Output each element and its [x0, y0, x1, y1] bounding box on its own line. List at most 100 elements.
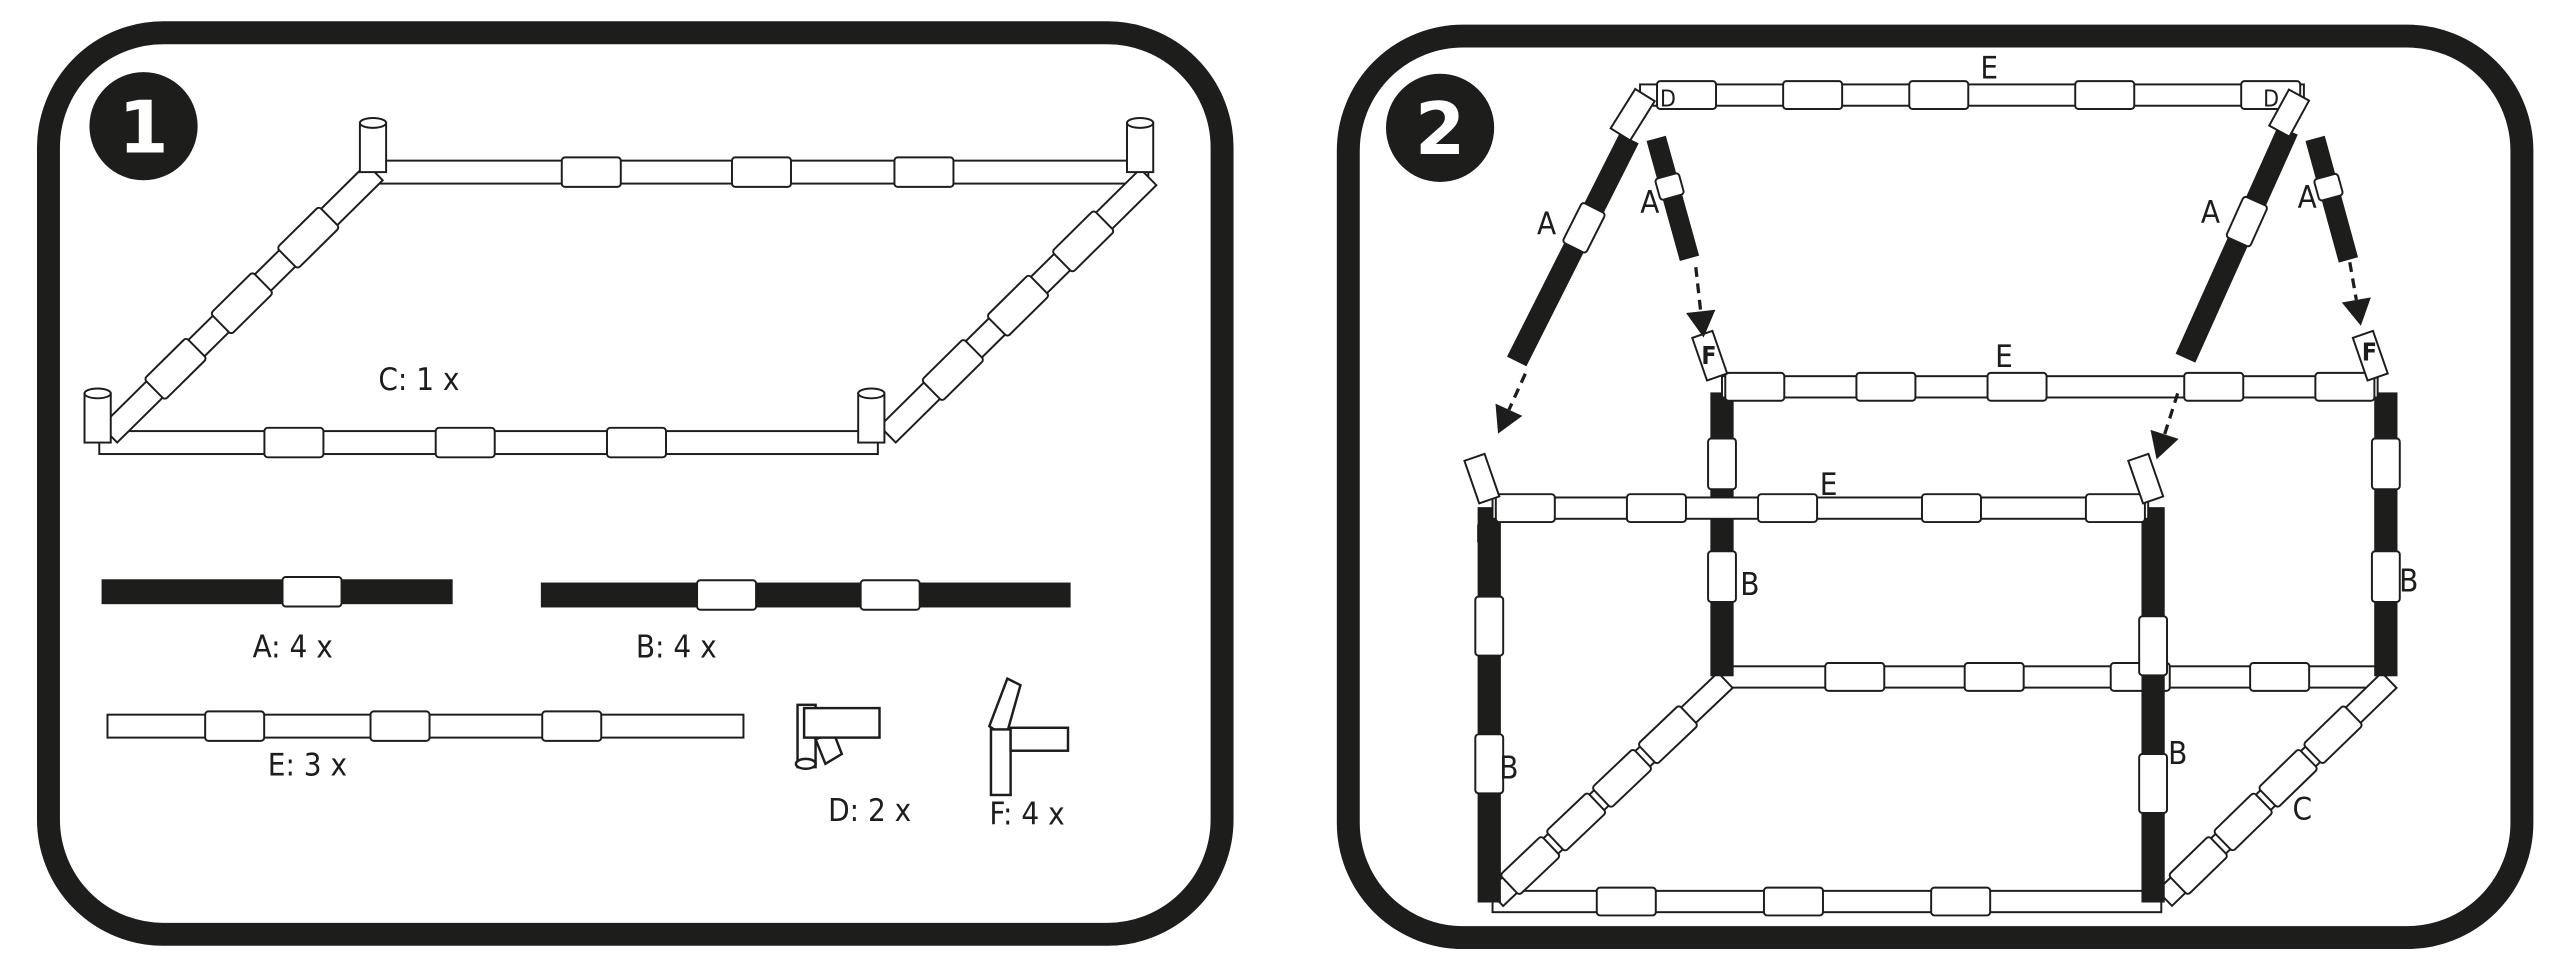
pipe-sleeve	[2225, 195, 2268, 248]
pipe-sleeve	[1494, 493, 1556, 524]
frame-c-post	[358, 121, 388, 174]
back-left-post	[1707, 392, 1737, 677]
step-1-badge: 1	[89, 72, 198, 181]
ridge-e-rail	[1639, 80, 2305, 110]
f-label: F	[1701, 341, 1716, 370]
pipe-sleeve	[2314, 371, 2376, 402]
pipe-sleeve	[1656, 80, 1718, 110]
d-label: D	[2263, 87, 2279, 113]
part-e-pipe	[106, 710, 745, 742]
pipe-sleeve	[541, 710, 603, 742]
arrow-shaft	[1694, 266, 1703, 312]
pipe-sleeve	[1562, 202, 1606, 254]
c-label: C	[2292, 792, 2312, 828]
pipe-sleeve	[1592, 748, 1652, 808]
b-label: B	[2168, 736, 2187, 772]
front-right-post	[2138, 507, 2169, 903]
pipe-sleeve	[210, 272, 273, 335]
f-label: F	[2362, 338, 2377, 367]
part-c-label: C: 1 x	[378, 362, 459, 398]
arrow-shaft	[1507, 373, 1527, 411]
pipe-sleeve	[2313, 172, 2344, 202]
pipe-sleeve	[1474, 733, 1505, 795]
pipe-sleeve	[1782, 80, 1844, 110]
back-e-label: E	[1995, 339, 2013, 375]
arrow-shaft	[2348, 261, 2358, 301]
pipe-sleeve	[2074, 80, 2136, 110]
frame-c-right-rail	[878, 167, 1158, 444]
connector-f	[2351, 329, 2389, 382]
frame-c-post	[857, 392, 886, 444]
pipe-sleeve	[893, 156, 955, 188]
left-c-rail	[1487, 671, 1735, 908]
pipe-sleeve	[606, 426, 667, 459]
arrow-shaft	[2163, 392, 2180, 435]
front-left-post	[1474, 507, 1505, 903]
pipe-sleeve	[277, 206, 340, 269]
d-label: D	[1660, 87, 1676, 113]
pipe-sleeve	[2258, 749, 2318, 808]
pipe-sleeve	[1920, 493, 1982, 524]
pipe-sleeve	[369, 710, 431, 742]
roof-a-pipe	[2175, 125, 2298, 363]
frame-c-post	[83, 392, 112, 444]
roof-a-pipe	[2305, 135, 2359, 263]
pipe-sleeve	[1052, 210, 1115, 273]
pipe-sleeve	[204, 710, 266, 742]
pipe-sleeve	[2138, 615, 2169, 677]
pipe-sleeve	[1824, 662, 1886, 692]
pipe-sleeve	[1546, 792, 1607, 852]
frame-c-post	[1126, 121, 1155, 174]
pipe-sleeve	[1500, 836, 1561, 895]
pipe-sleeve	[2370, 437, 2401, 491]
pipe-sleeve	[1930, 886, 1992, 917]
back-right-post	[2370, 392, 2401, 677]
pipe-sleeve	[987, 274, 1049, 337]
pipe-sleeve	[2213, 792, 2273, 852]
pipe-sleeve	[1908, 80, 1970, 110]
arrow-head-icon	[2150, 429, 2179, 460]
pipe-sleeve	[1986, 371, 2048, 402]
back-bottom-rail	[1721, 662, 2387, 692]
arrow-head-icon	[1686, 309, 1716, 338]
a-label: A	[1640, 185, 1659, 221]
step-1-panel	[36, 21, 1234, 946]
connector-d-end	[794, 757, 817, 770]
pipe-sleeve	[1654, 172, 1685, 201]
a-label: A	[2201, 195, 2220, 231]
pipe-sleeve	[921, 339, 984, 401]
part-a-label: A: 4 x	[253, 629, 333, 665]
a-label: A	[1537, 206, 1556, 242]
pipe-sleeve	[1638, 705, 1698, 765]
connector-d-arm	[802, 706, 881, 739]
pipe-sleeve	[1963, 662, 2025, 692]
pipe-sleeve	[2084, 493, 2146, 524]
frame-c-front-rail	[98, 426, 879, 459]
pipe-sleeve	[263, 426, 325, 459]
frame-c-post-end	[1126, 117, 1155, 129]
part-f-label: F: 4 x	[989, 796, 1064, 832]
connector-f-arm	[1009, 726, 1070, 752]
step-2-panel	[1336, 24, 2534, 950]
pipe-sleeve	[1724, 371, 1786, 402]
right-c-rail	[2155, 671, 2398, 908]
pipe-sleeve	[1474, 595, 1505, 657]
pipe-sleeve	[1762, 886, 1824, 917]
pipe-sleeve	[2303, 705, 2363, 764]
pipe-sleeve	[1855, 371, 1917, 402]
connector-d	[1609, 87, 1657, 142]
part-b-pipe	[540, 579, 1071, 611]
pipe-sleeve	[560, 156, 622, 188]
part-e-label: E: 3 x	[268, 747, 347, 783]
frame-c-post-end	[358, 117, 388, 129]
pipe-sleeve	[434, 426, 496, 459]
ridge-e-label: E	[1980, 51, 1998, 87]
pipe-sleeve	[1595, 886, 1657, 917]
frame-c-post-end	[857, 387, 886, 400]
b-label: B	[1740, 567, 1759, 603]
back-top-rail	[1721, 371, 2379, 402]
f-label: F	[1475, 520, 1490, 549]
pipe-sleeve	[2168, 836, 2228, 895]
step-2-number: 2	[1415, 88, 1465, 172]
a-label: A	[2298, 180, 2317, 216]
